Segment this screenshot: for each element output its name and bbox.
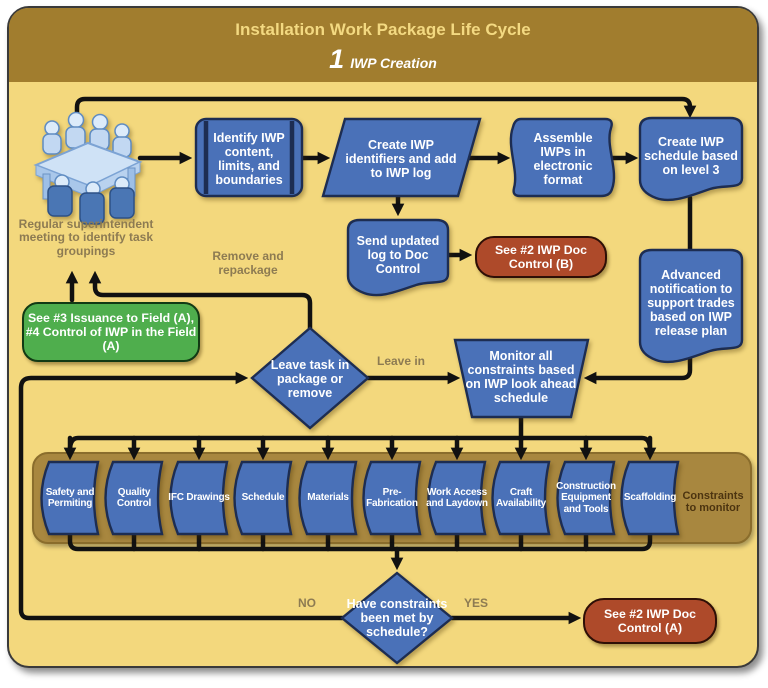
monitor-trapezoid-shape [453, 338, 590, 419]
constraint-label: Schedule [241, 492, 285, 504]
page-title: Installation Work Package Life Cycle [235, 20, 531, 39]
sendlog-doc-shape [346, 218, 450, 297]
meeting-caption: Regular superintendent meeting to identi… [18, 216, 154, 258]
constraints-met-label: Have constraints been met by schedule? [346, 596, 448, 640]
meeting-icon [33, 111, 143, 225]
schedule-doc-shape [638, 116, 744, 202]
constraint-box-shape [298, 460, 358, 536]
doc-control-b-terminator: See #2 IWP Doc Control (B) [475, 236, 607, 278]
constraint-box-shape [362, 460, 422, 536]
issuance-green-label: See #3 Issuance to Field (A), #4 Control… [25, 310, 197, 354]
identify-node-shape [194, 117, 304, 198]
issuance-green-terminator: See #3 Issuance to Field (A), #4 Control… [22, 302, 200, 362]
constraint-box-shape [40, 460, 100, 536]
constraint-box-shape [620, 460, 680, 536]
bottom-collector-bus [67, 531, 653, 552]
constraint-label: Safety and Permiting [45, 486, 95, 510]
constraint-label: IFC Drawings [168, 492, 230, 504]
step-number: 1 [329, 44, 345, 74]
yes-edge-label: YES [463, 596, 488, 611]
edge-meeting-to-schedule [74, 96, 697, 123]
monitor-node-label: Monitor all constraints based on IWP loo… [465, 348, 577, 406]
createids-node-label: Create IWP identifiers and add to IWP lo… [345, 137, 457, 181]
schedule-node-label: Create IWP schedule based on level 3 [644, 134, 738, 178]
constraint-label: Construction Equipment and Tools [556, 480, 616, 515]
constraints-strip-title: Constraints to monitor [682, 489, 744, 514]
constraint-box-shape [104, 460, 164, 536]
edge-advnotif-to-monitor [583, 351, 693, 385]
constraints-met-diamond-shape [340, 571, 454, 665]
step-label: IWP Creation [350, 55, 437, 71]
diagram-header: Installation Work Package Life Cycle 1 I… [9, 8, 757, 82]
constraint-label: Materials [307, 492, 349, 504]
doc-control-a-terminator: See #2 IWP Doc Control (A) [583, 598, 717, 644]
constraint-label: Craft Availability [495, 486, 547, 510]
edge-remove-repackage-to-meeting [88, 270, 313, 331]
doc-control-a-label: See #2 IWP Doc Control (A) [603, 606, 697, 635]
step-subtitle: 1 IWP Creation [9, 44, 757, 75]
advnotif-node-label: Advanced notification to support trades … [647, 267, 735, 339]
leave-in-edge-label: Leave in [376, 354, 426, 369]
remove-repackage-edge-label: Remove and repackage [212, 249, 284, 277]
constraint-label: Work Access and Laydown [426, 486, 488, 510]
edge-no-loop [18, 371, 345, 621]
constraint-box-shape [233, 460, 293, 536]
advnotif-doc-shape [638, 248, 744, 364]
leave-or-remove-label: Leave task in package or remove [270, 357, 350, 401]
sendlog-node-label: Send updated log to Doc Control [356, 233, 440, 277]
constraint-label: Pre-Fabrication [366, 486, 418, 510]
assemble-doc-shape [509, 117, 616, 198]
predefined-process-bars [203, 121, 295, 194]
constraint-label: Scaffolding [623, 492, 677, 504]
flow-connectors [18, 96, 697, 625]
assemble-node-label: Assemble IWPs in electronic format [533, 130, 593, 188]
constraint-box-shape [427, 460, 487, 536]
constraint-box-shape [556, 460, 616, 536]
constraint-label: Quality Control [116, 486, 152, 510]
leave-or-remove-diamond-shape [250, 326, 370, 430]
identify-node-label: Identify IWP content, limits, and bounda… [213, 130, 285, 188]
no-edge-label: NO [298, 596, 316, 611]
constraint-box-shape [169, 460, 229, 536]
flow-nodes [40, 116, 744, 665]
constraint-box-shape [491, 460, 551, 536]
top-distribution-bus [67, 435, 653, 453]
createids-parallelogram-shape [321, 117, 482, 198]
doc-control-b-label: See #2 IWP Doc Control (B) [494, 242, 588, 271]
